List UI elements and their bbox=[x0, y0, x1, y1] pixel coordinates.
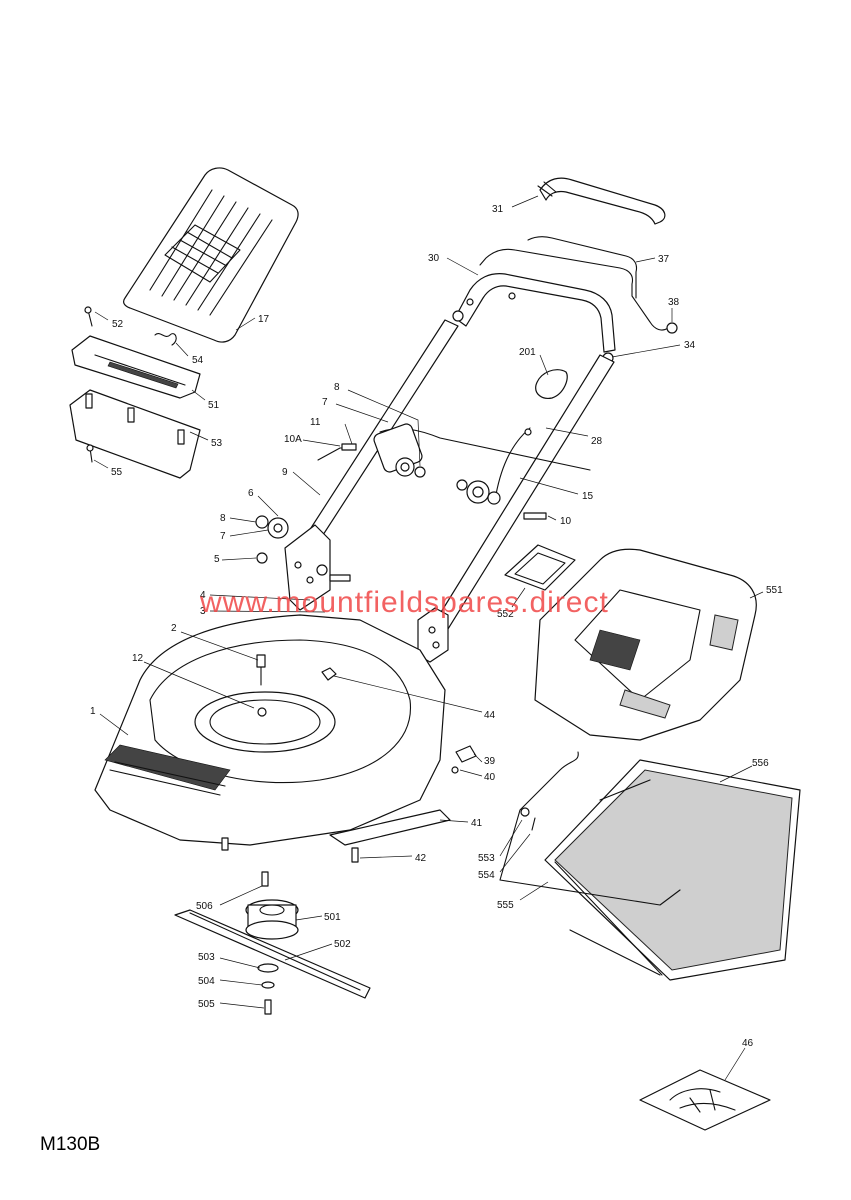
label-503: 503 bbox=[198, 952, 215, 963]
label-51: 51 bbox=[208, 400, 220, 411]
label-555: 555 bbox=[497, 900, 514, 911]
label-505: 505 bbox=[198, 999, 215, 1010]
label-501: 501 bbox=[324, 912, 341, 923]
label-1: 1 bbox=[90, 706, 96, 717]
handle-pivot-right bbox=[456, 479, 547, 520]
rear-flap-53 bbox=[69, 389, 201, 479]
model-code: M130B bbox=[40, 1134, 100, 1155]
label-506: 506 bbox=[196, 901, 213, 912]
label-34: 34 bbox=[684, 340, 696, 351]
label-7-upper: 7 bbox=[322, 397, 328, 408]
label-31: 31 bbox=[492, 204, 504, 215]
watermark: www.mountfieldspares.direct bbox=[199, 586, 609, 619]
grass-box-556 bbox=[544, 759, 801, 981]
label-9: 9 bbox=[282, 467, 288, 478]
label-552: 552 bbox=[497, 609, 514, 620]
screws-52-55 bbox=[84, 306, 94, 463]
handle-grip-31 bbox=[537, 177, 666, 225]
label-4: 4 bbox=[200, 590, 206, 601]
label-40: 40 bbox=[484, 772, 496, 783]
label-55: 55 bbox=[111, 467, 123, 478]
callout-labels: 31 30 37 38 34 201 17 52 54 51 53 55 8 7… bbox=[90, 204, 783, 1049]
label-46: 46 bbox=[742, 1038, 754, 1049]
label-554: 554 bbox=[478, 870, 495, 881]
label-17: 17 bbox=[258, 314, 270, 325]
label-556: 556 bbox=[752, 758, 769, 769]
label-201: 201 bbox=[519, 347, 536, 358]
label-8-upper: 8 bbox=[334, 382, 340, 393]
label-2: 2 bbox=[171, 623, 177, 634]
deck-fasteners bbox=[256, 654, 477, 863]
label-553: 553 bbox=[478, 853, 495, 864]
flap-hinge-51 bbox=[71, 335, 201, 399]
label-38: 38 bbox=[668, 297, 680, 308]
label-502: 502 bbox=[334, 939, 351, 950]
label-551: 551 bbox=[766, 585, 783, 596]
cable-28 bbox=[379, 427, 591, 501]
label-44: 44 bbox=[484, 710, 496, 721]
handle-pivot-left bbox=[317, 423, 426, 478]
label-15: 15 bbox=[582, 491, 594, 502]
label-42: 42 bbox=[415, 853, 427, 864]
cover-gasket-552 bbox=[504, 544, 576, 591]
label-8-lower: 8 bbox=[220, 513, 226, 524]
label-54: 54 bbox=[192, 355, 204, 366]
rear-flap-cover-17 bbox=[123, 167, 299, 343]
label-5: 5 bbox=[214, 554, 220, 565]
label-30: 30 bbox=[428, 253, 440, 264]
label-11: 11 bbox=[310, 417, 321, 428]
label-504: 504 bbox=[198, 976, 215, 987]
label-41: 41 bbox=[471, 818, 483, 829]
control-bail-37 bbox=[479, 236, 678, 334]
leader-lines bbox=[93, 195, 764, 1081]
mower-deck-1 bbox=[94, 614, 446, 851]
engine-cover-551 bbox=[534, 548, 757, 741]
label-3: 3 bbox=[200, 606, 206, 617]
label-53: 53 bbox=[211, 438, 223, 449]
knob-201 bbox=[535, 369, 568, 399]
label-7-lower: 7 bbox=[220, 531, 226, 542]
label-52: 52 bbox=[112, 319, 124, 330]
label-10A: 10A bbox=[284, 434, 302, 445]
label-6: 6 bbox=[248, 488, 254, 499]
label-12: 12 bbox=[132, 653, 144, 664]
handle-pivot-lower bbox=[255, 515, 351, 611]
blade-assembly bbox=[174, 871, 371, 1015]
label-10: 10 bbox=[560, 516, 572, 527]
hardware-bag-46 bbox=[639, 1069, 771, 1131]
spring-54 bbox=[154, 333, 177, 346]
grass-box-frame-555 bbox=[499, 751, 681, 976]
label-28: 28 bbox=[591, 436, 603, 447]
label-39: 39 bbox=[484, 756, 496, 767]
label-37: 37 bbox=[658, 254, 670, 265]
